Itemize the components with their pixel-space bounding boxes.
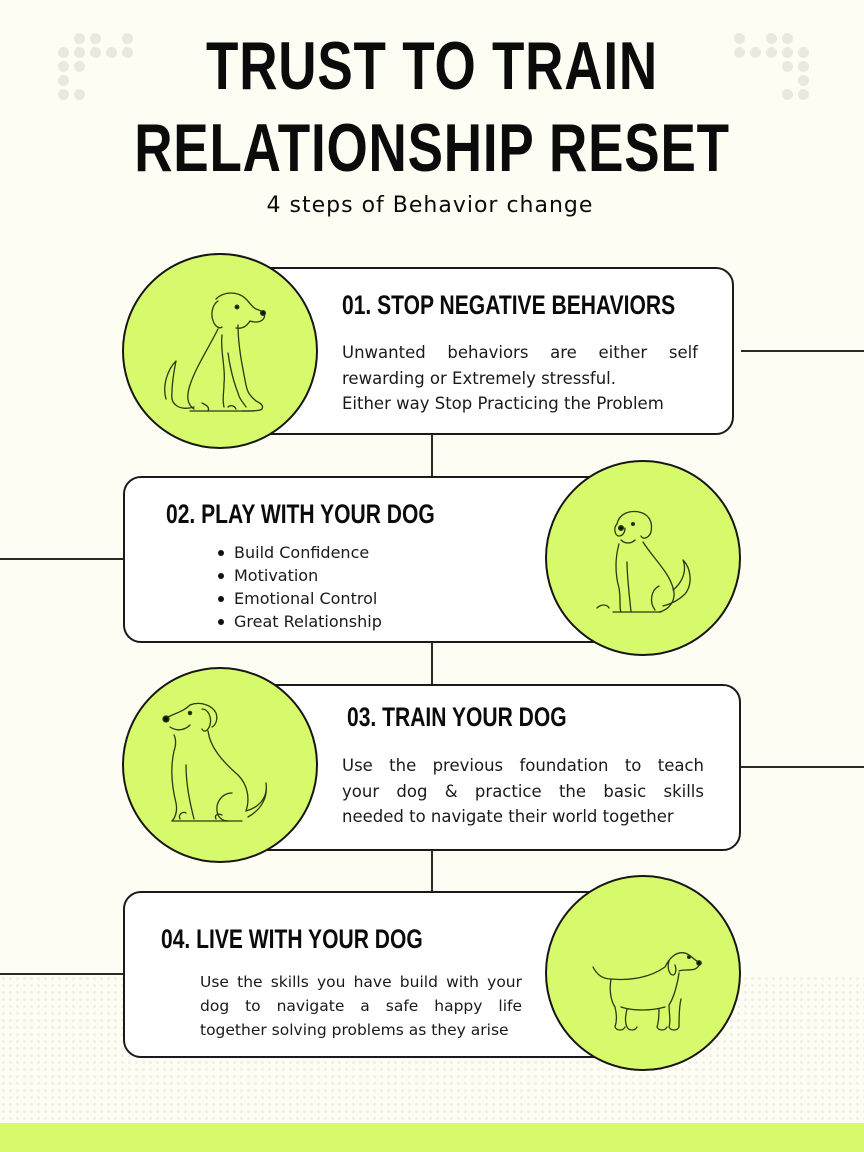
sitting-puppy-icon [596, 510, 691, 613]
side-line-4 [0, 973, 124, 975]
step-4-card [123, 891, 613, 1058]
step-4-title: 04. LIVE WITH YOUR DOG [161, 924, 423, 954]
step-3-body: Use the previous foundation to teach you… [342, 753, 704, 830]
bullet-item: Great Relationship [216, 610, 382, 633]
side-line-3 [741, 766, 864, 768]
step-3-line-3: needed to navigate their world together [342, 807, 674, 826]
step-2-bullet-list: Build Confidence Motivation Emotional Co… [216, 541, 382, 633]
step-3-circle [122, 667, 318, 863]
side-line-2 [0, 558, 124, 560]
step-1-card [250, 267, 734, 435]
step-3-title: 03. TRAIN YOUR DOG [347, 702, 567, 732]
connector-2-3 [431, 642, 433, 685]
step-1-circle [122, 253, 318, 449]
step-2-card [123, 476, 613, 643]
step-1-body: Unwanted behaviors are either self rewar… [342, 340, 698, 417]
side-line-1 [741, 350, 864, 352]
step-4-circle [545, 875, 741, 1071]
title-line-1: TRUST TO TRAIN [206, 28, 658, 104]
step-2-circle [545, 460, 741, 656]
footer-band [0, 1123, 864, 1152]
step-1-line-2: rewarding or Extremely stressful. [342, 368, 617, 388]
step-1-line-1: Unwanted behaviors are either self [342, 343, 698, 362]
sitting-dog-profile-icon [162, 702, 268, 822]
connector-3-4 [431, 849, 433, 893]
standing-dog-icon [592, 952, 702, 1031]
step-4-line-3: together solving problems as they arise [200, 1021, 509, 1039]
step-4-line-1: Use the skills you have build with your [200, 973, 522, 991]
step-1-title: 01. STOP NEGATIVE BEHAVIORS [342, 290, 676, 320]
bullet-item: Emotional Control [216, 587, 382, 610]
step-3-line-2: your dog & practice the basic skills [342, 781, 704, 801]
step-2-title: 02. PLAY WITH YOUR DOG [166, 499, 435, 529]
bullet-item: Motivation [216, 564, 382, 587]
step-1-line-3: Either way Stop Practicing the Problem [342, 394, 664, 413]
subtitle: 4 steps of Behavior change [0, 193, 864, 218]
bullet-item: Build Confidence [216, 541, 382, 564]
title-line-2: RELATIONSHIP RESET [134, 110, 730, 186]
step-4-body: Use the skills you have build with your … [200, 970, 522, 1042]
step-3-line-1: Use the previous foundation to teach [342, 756, 704, 775]
step-4-line-2: dog to navigate a safe happy life [200, 997, 522, 1015]
sitting-dog-icon [164, 292, 267, 412]
connector-1-2 [431, 433, 433, 477]
subtitle-text: 4 steps of Behavior change [266, 193, 594, 218]
